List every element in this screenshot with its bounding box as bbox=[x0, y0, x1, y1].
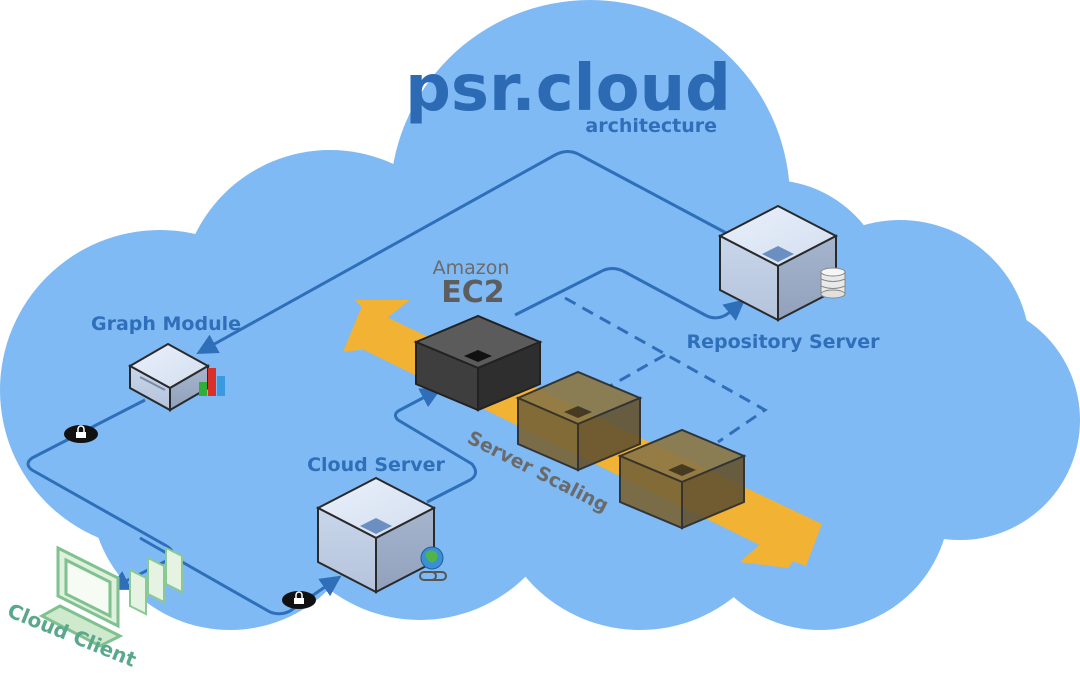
scaled-chip-icon bbox=[564, 406, 592, 418]
globe-link-icon bbox=[419, 546, 447, 581]
scaled-server-node-1 bbox=[515, 370, 643, 472]
lock-icon bbox=[64, 425, 98, 443]
ec2-chip-icon bbox=[464, 350, 492, 362]
lock-icon bbox=[282, 591, 316, 609]
cloud-server-to-ec2-connector bbox=[393, 388, 477, 504]
repository-to-graph-connector bbox=[196, 150, 731, 355]
monitor-icon bbox=[38, 545, 124, 648]
graph-module-label: Graph Module bbox=[91, 313, 241, 335]
graph-module-node bbox=[127, 342, 225, 412]
scaled-server-node-2 bbox=[617, 428, 747, 530]
bar-chart-icon bbox=[199, 368, 225, 396]
ec2-to-repository-connector bbox=[514, 267, 746, 321]
diagram-subtitle: architecture bbox=[585, 115, 717, 137]
ec2-server-node bbox=[413, 314, 543, 412]
cloud-server-chip-icon bbox=[360, 518, 392, 534]
repository-server-label: Repository Server bbox=[686, 331, 880, 353]
ec2-label: EC2 bbox=[441, 275, 504, 310]
ec2-amazon-label: Amazon bbox=[433, 257, 510, 279]
cloud-server-node bbox=[315, 476, 447, 594]
repository-server-node bbox=[717, 204, 846, 322]
scaling-dashed-connectors bbox=[564, 296, 768, 444]
scaled-chip-icon bbox=[668, 464, 696, 476]
document-stack-icon bbox=[129, 546, 183, 616]
diagram-title: psr.cloud bbox=[405, 52, 731, 126]
repository-chip-icon bbox=[762, 246, 794, 262]
database-icon bbox=[820, 267, 846, 299]
cloud-client-node bbox=[38, 545, 183, 648]
cloud-server-label: Cloud Server bbox=[307, 454, 445, 476]
client-to-cloud-server-connector bbox=[139, 536, 342, 616]
